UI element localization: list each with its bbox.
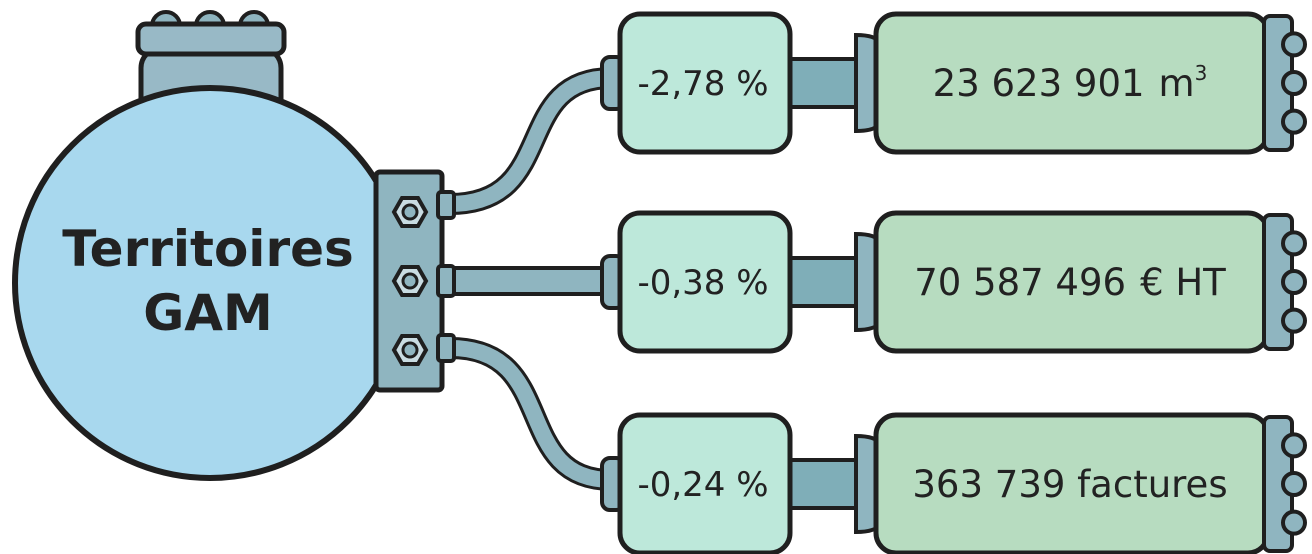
percent-box bbox=[617, 11, 793, 155]
value-number: 363 739 factures bbox=[912, 463, 1227, 506]
value-unit: m bbox=[1159, 62, 1195, 105]
bolt-icon bbox=[1281, 432, 1307, 459]
output-row: -0,38 % 70 587 496 € HT bbox=[600, 210, 1307, 354]
pipe-bottom bbox=[439, 337, 623, 491]
bolt-icon bbox=[1281, 509, 1307, 536]
value-unit-superscript: 3 bbox=[1195, 61, 1208, 85]
rows: -2,78 % 23 623 901 m3 -0,38 % 70 587 496 € HT… bbox=[600, 11, 1307, 554]
tank: Territoires GAM bbox=[12, 10, 408, 481]
tank-cap bbox=[135, 21, 287, 57]
manifold bbox=[373, 169, 456, 393]
bolt-icon bbox=[1281, 108, 1307, 135]
connector bbox=[784, 256, 858, 308]
hex-nut-icon bbox=[391, 334, 429, 366]
stub-top bbox=[436, 190, 456, 220]
hex-nut-icon bbox=[391, 265, 429, 297]
hex-nut-icon bbox=[391, 196, 429, 228]
stub-middle bbox=[436, 264, 456, 298]
tank-title-line1: Territoires bbox=[62, 220, 354, 278]
bolt-icon bbox=[1281, 31, 1307, 58]
pipe-middle bbox=[446, 266, 614, 296]
percent-label: -0,38 % bbox=[637, 263, 768, 303]
value-number: 23 623 901 bbox=[933, 62, 1145, 105]
connector bbox=[784, 57, 858, 109]
connector bbox=[784, 458, 858, 510]
percent-box bbox=[617, 210, 793, 354]
percent-box bbox=[617, 412, 793, 554]
bolt-icon bbox=[1281, 269, 1307, 295]
tank-body bbox=[12, 85, 408, 481]
pipes bbox=[439, 67, 623, 491]
value-label: 363 739 factures bbox=[912, 463, 1227, 506]
value-number: 70 587 496 bbox=[914, 261, 1126, 304]
percent-label: -2,78 % bbox=[637, 64, 768, 104]
value-label: 23 623 901 m3 bbox=[933, 61, 1208, 105]
stub-bottom bbox=[436, 333, 456, 363]
output-row: -2,78 % 23 623 901 m3 bbox=[600, 11, 1307, 155]
value-unit: € HT bbox=[1140, 261, 1226, 304]
bolt-icon bbox=[1281, 230, 1307, 257]
output-row: -0,24 % 363 739 factures bbox=[600, 412, 1307, 554]
pipe-top bbox=[439, 67, 623, 215]
bolt-icon bbox=[1281, 471, 1307, 497]
value-label: 70 587 496 € HT bbox=[914, 261, 1226, 304]
bolt-icon bbox=[1281, 70, 1307, 96]
percent-label: -0,24 % bbox=[637, 465, 768, 505]
bolt-icon bbox=[1281, 307, 1307, 334]
tank-title-line2: GAM bbox=[143, 284, 273, 342]
